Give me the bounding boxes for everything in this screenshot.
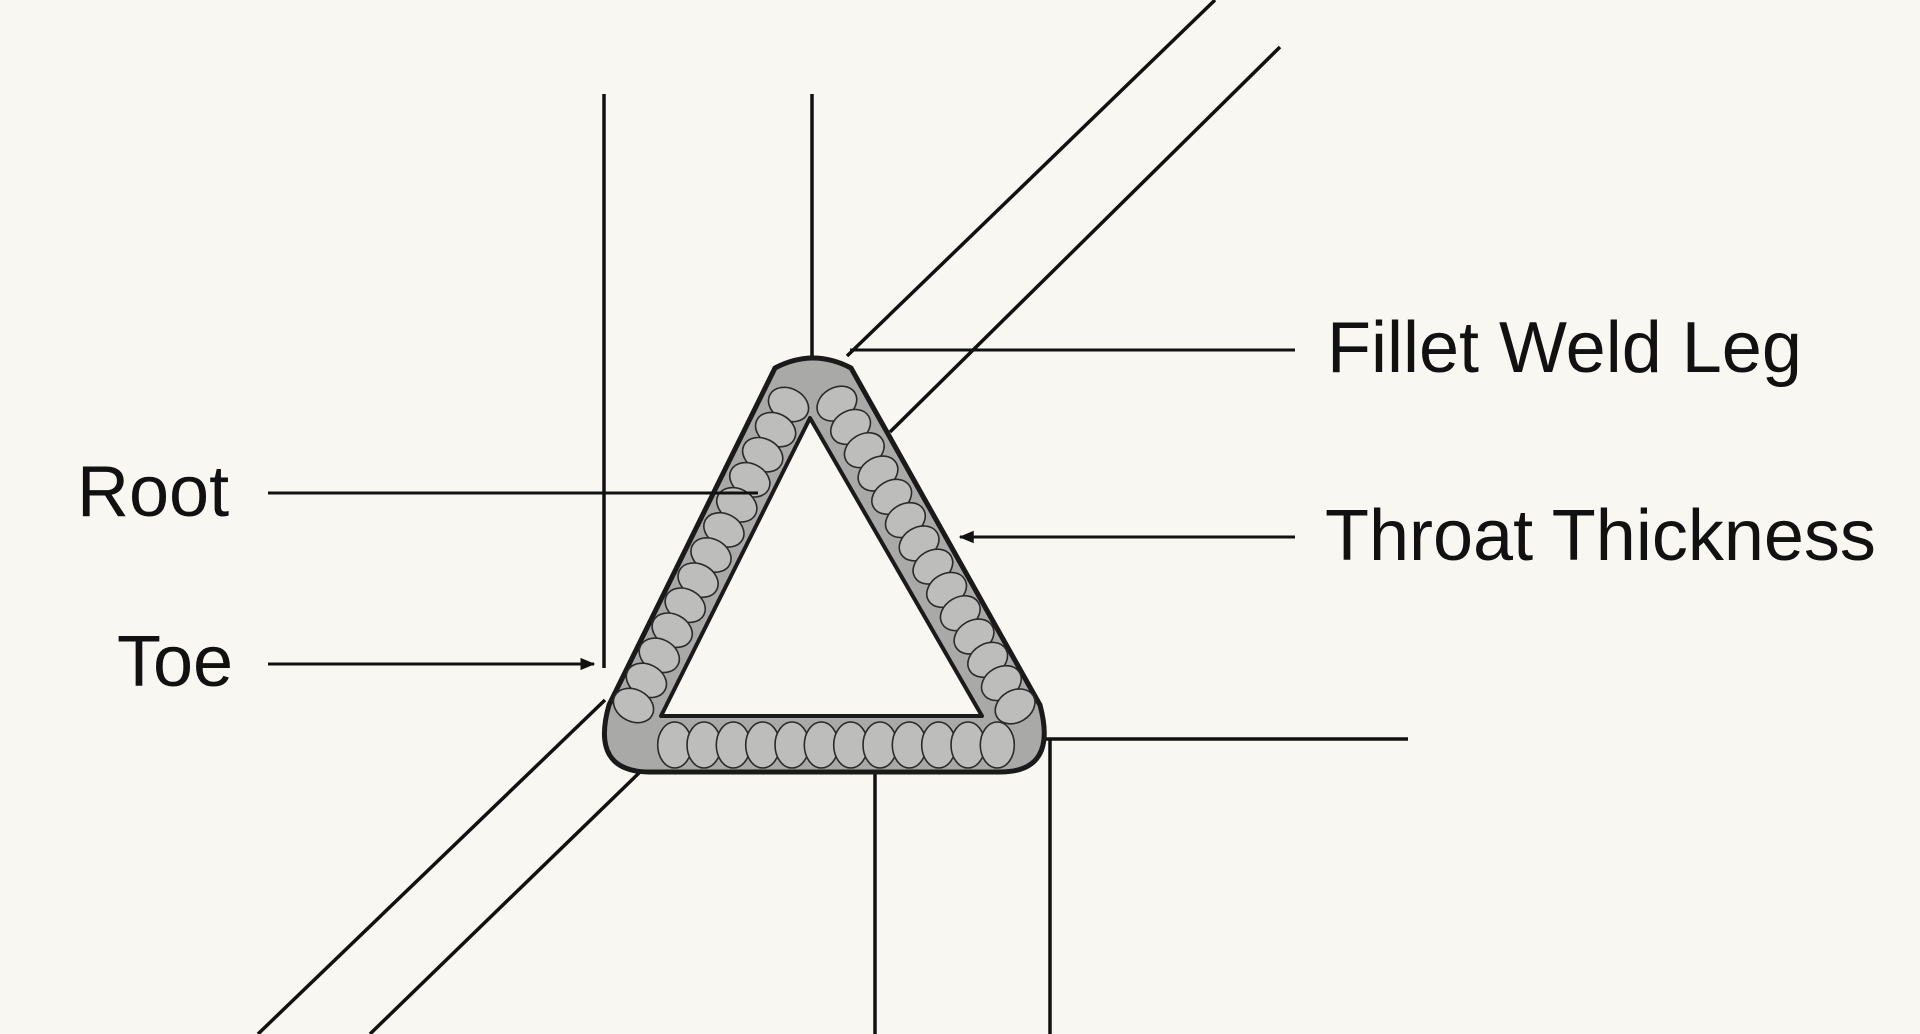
- weld-ripple: [994, 688, 1036, 725]
- weld-ripple: [612, 687, 655, 724]
- weld-ripple: [979, 721, 1016, 769]
- fillet-weld-bead: [602, 355, 1047, 775]
- lower-diagonal-inner-edge: [368, 770, 642, 1034]
- diagonal-member-lower-edge: [888, 45, 1282, 434]
- label-throat-thickness: Throat Thickness: [1325, 496, 1876, 576]
- label-toe: Toe: [117, 622, 233, 702]
- weld-ripples: [612, 385, 1036, 769]
- lower-diagonal-outer-edge: [256, 698, 607, 1034]
- label-root: Root: [77, 452, 229, 532]
- diagonal-member-upper-edge: [845, 0, 1217, 358]
- label-fillet-weld-leg: Fillet Weld Leg: [1327, 308, 1802, 388]
- plate-lines: [256, 0, 1408, 1034]
- diagram-labels: Root Toe Fillet Weld Leg Throat Thicknes…: [77, 308, 1876, 702]
- leader-lines: [268, 348, 1295, 671]
- weld-inner-outline: [659, 416, 984, 718]
